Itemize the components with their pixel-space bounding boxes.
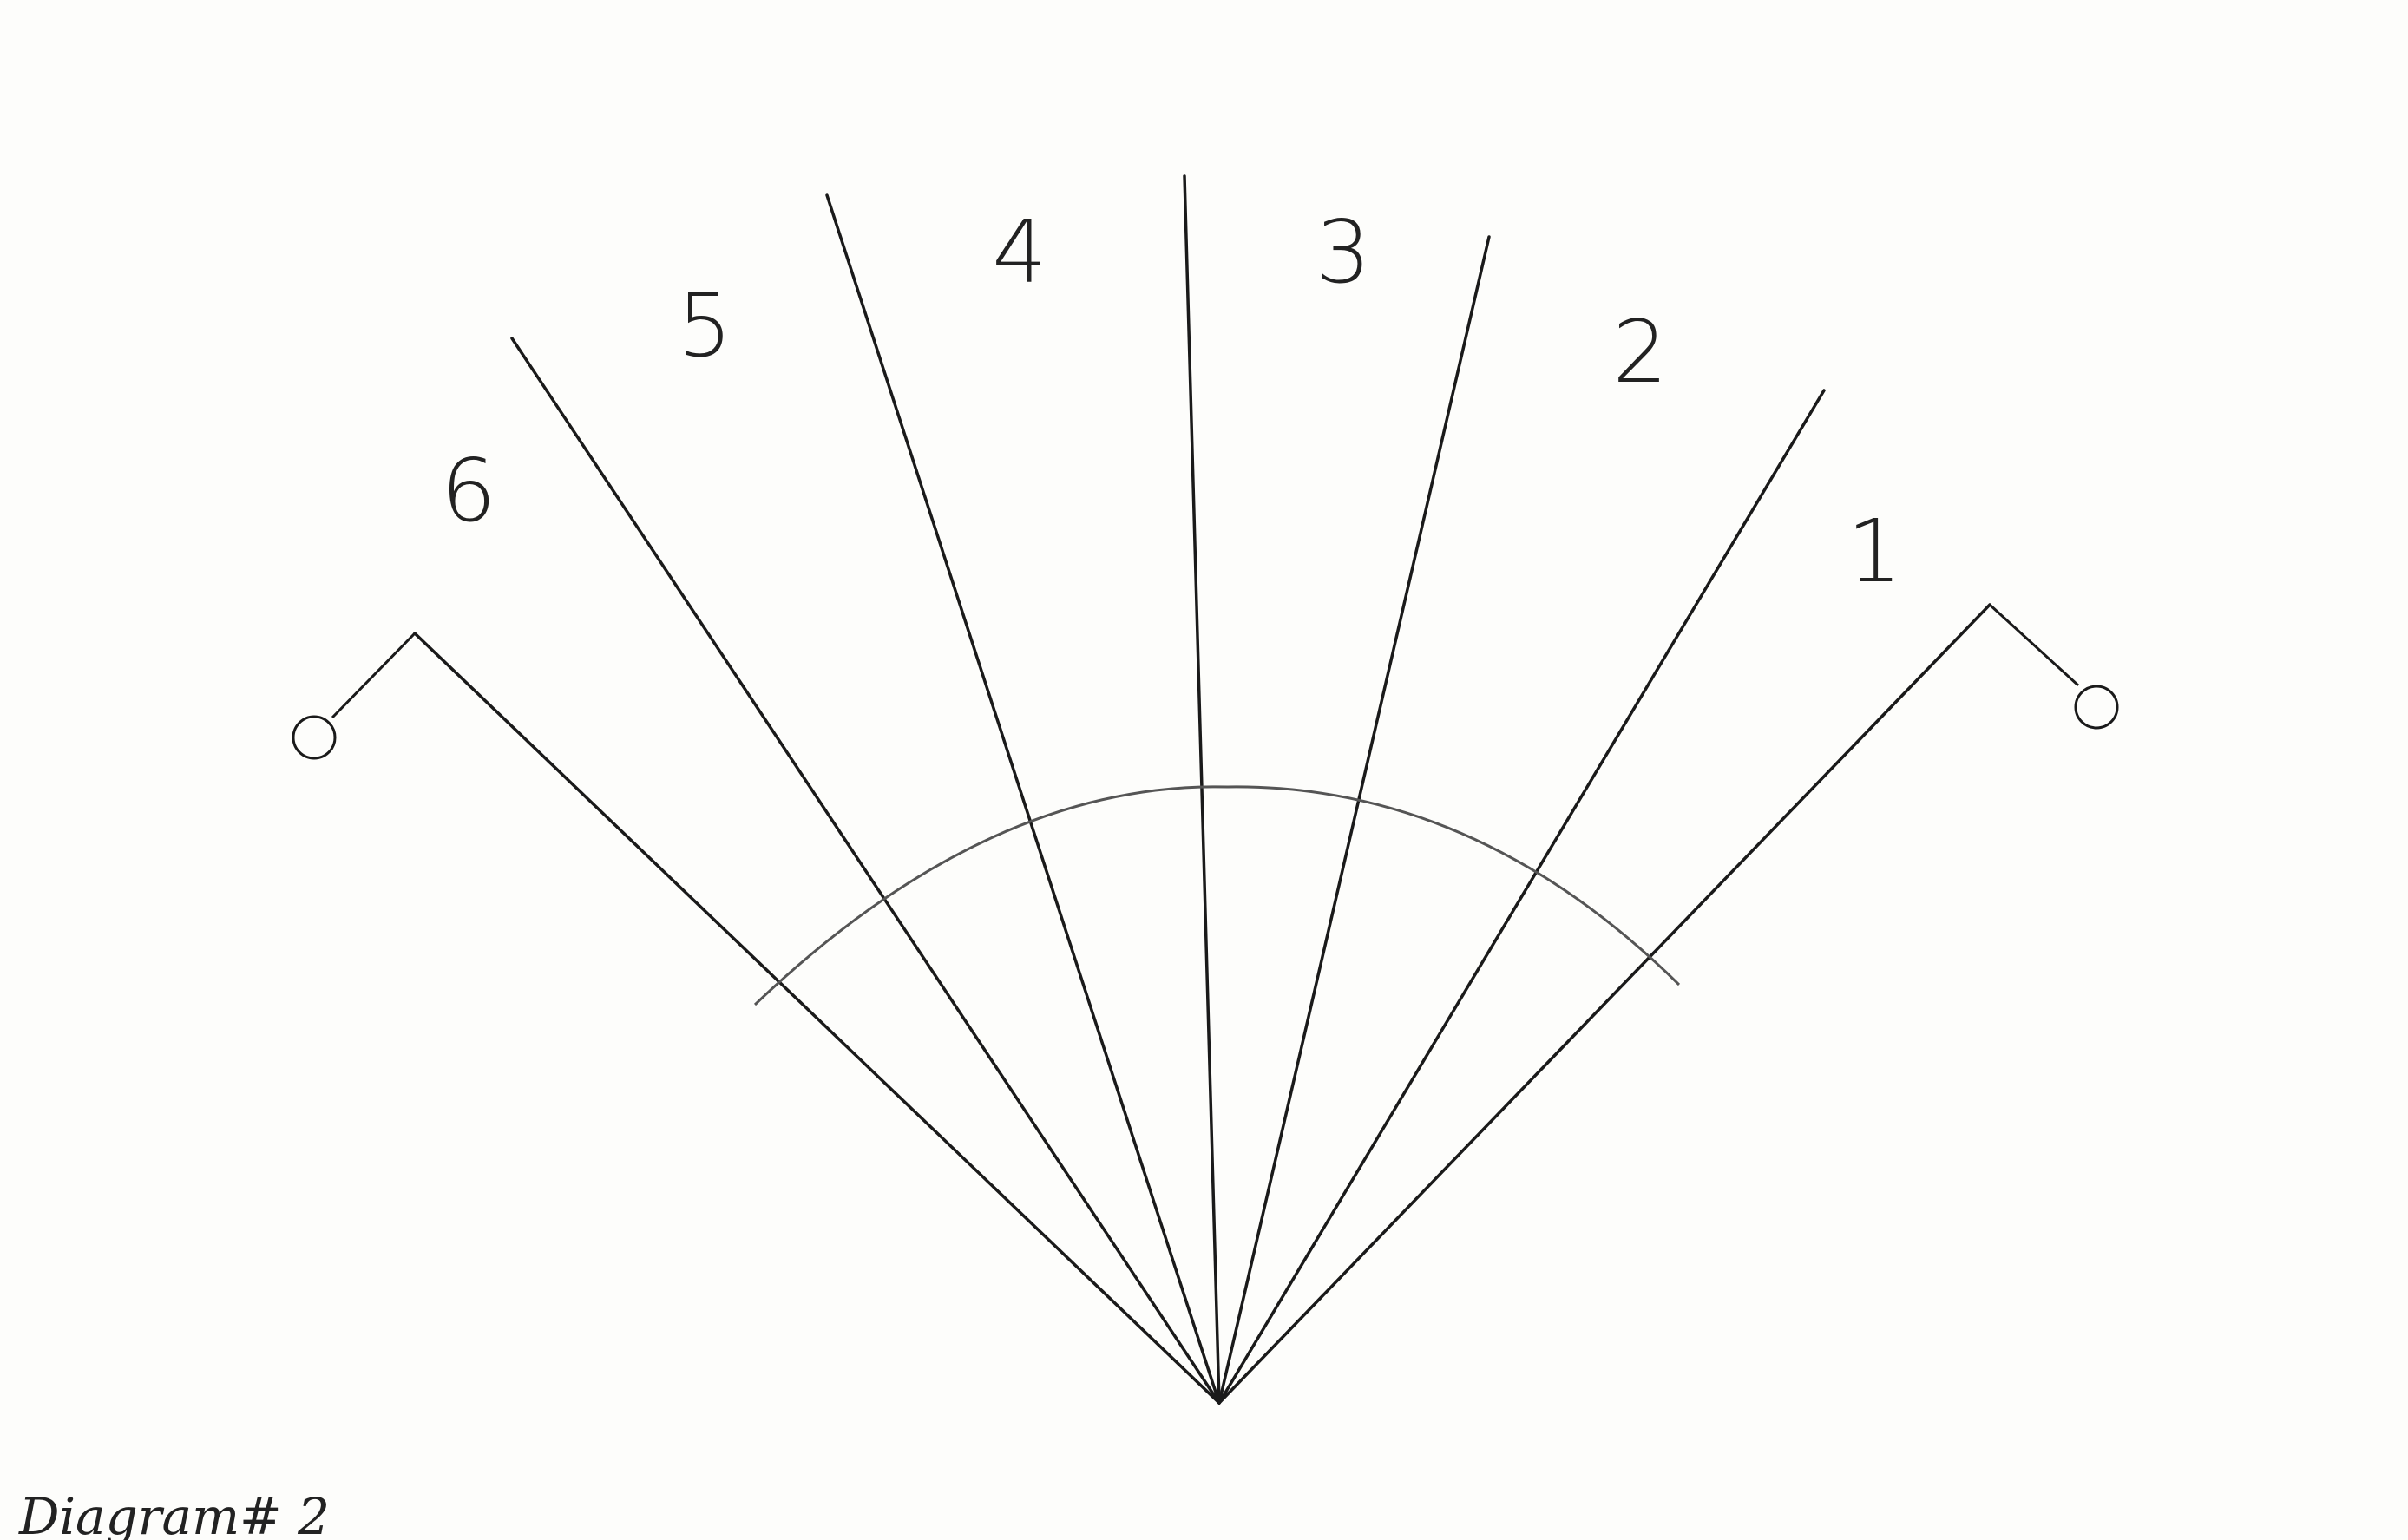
segment-label-3: 3 xyxy=(1316,201,1371,303)
left-handle xyxy=(292,632,417,760)
ray-right-outer xyxy=(1217,603,1991,1405)
ray-2-right xyxy=(1217,389,1826,1405)
ray-left-outer xyxy=(413,632,1221,1405)
left-handle-stem xyxy=(331,632,417,719)
left-handle-circle xyxy=(292,715,337,760)
segment-label-2: 2 xyxy=(1612,301,1668,403)
segment-labels: 1 2 3 4 5 6 xyxy=(441,201,1902,602)
diagram-caption: Diagram# 2 xyxy=(18,1487,330,1540)
segment-label-5: 5 xyxy=(677,275,732,377)
right-handle-circle xyxy=(2074,685,2119,730)
ray-5-left xyxy=(510,337,1221,1405)
right-handle xyxy=(1988,603,2119,730)
segment-label-1: 1 xyxy=(1847,501,1902,602)
right-handle-stem xyxy=(1988,603,2080,687)
segment-label-4: 4 xyxy=(992,201,1047,303)
segment-label-6: 6 xyxy=(441,440,496,541)
fan-rays xyxy=(413,174,1991,1405)
ray-4-left xyxy=(825,193,1221,1405)
ray-center xyxy=(1183,174,1221,1405)
fan-arc xyxy=(753,785,1681,1006)
ray-3-right xyxy=(1217,235,1491,1405)
